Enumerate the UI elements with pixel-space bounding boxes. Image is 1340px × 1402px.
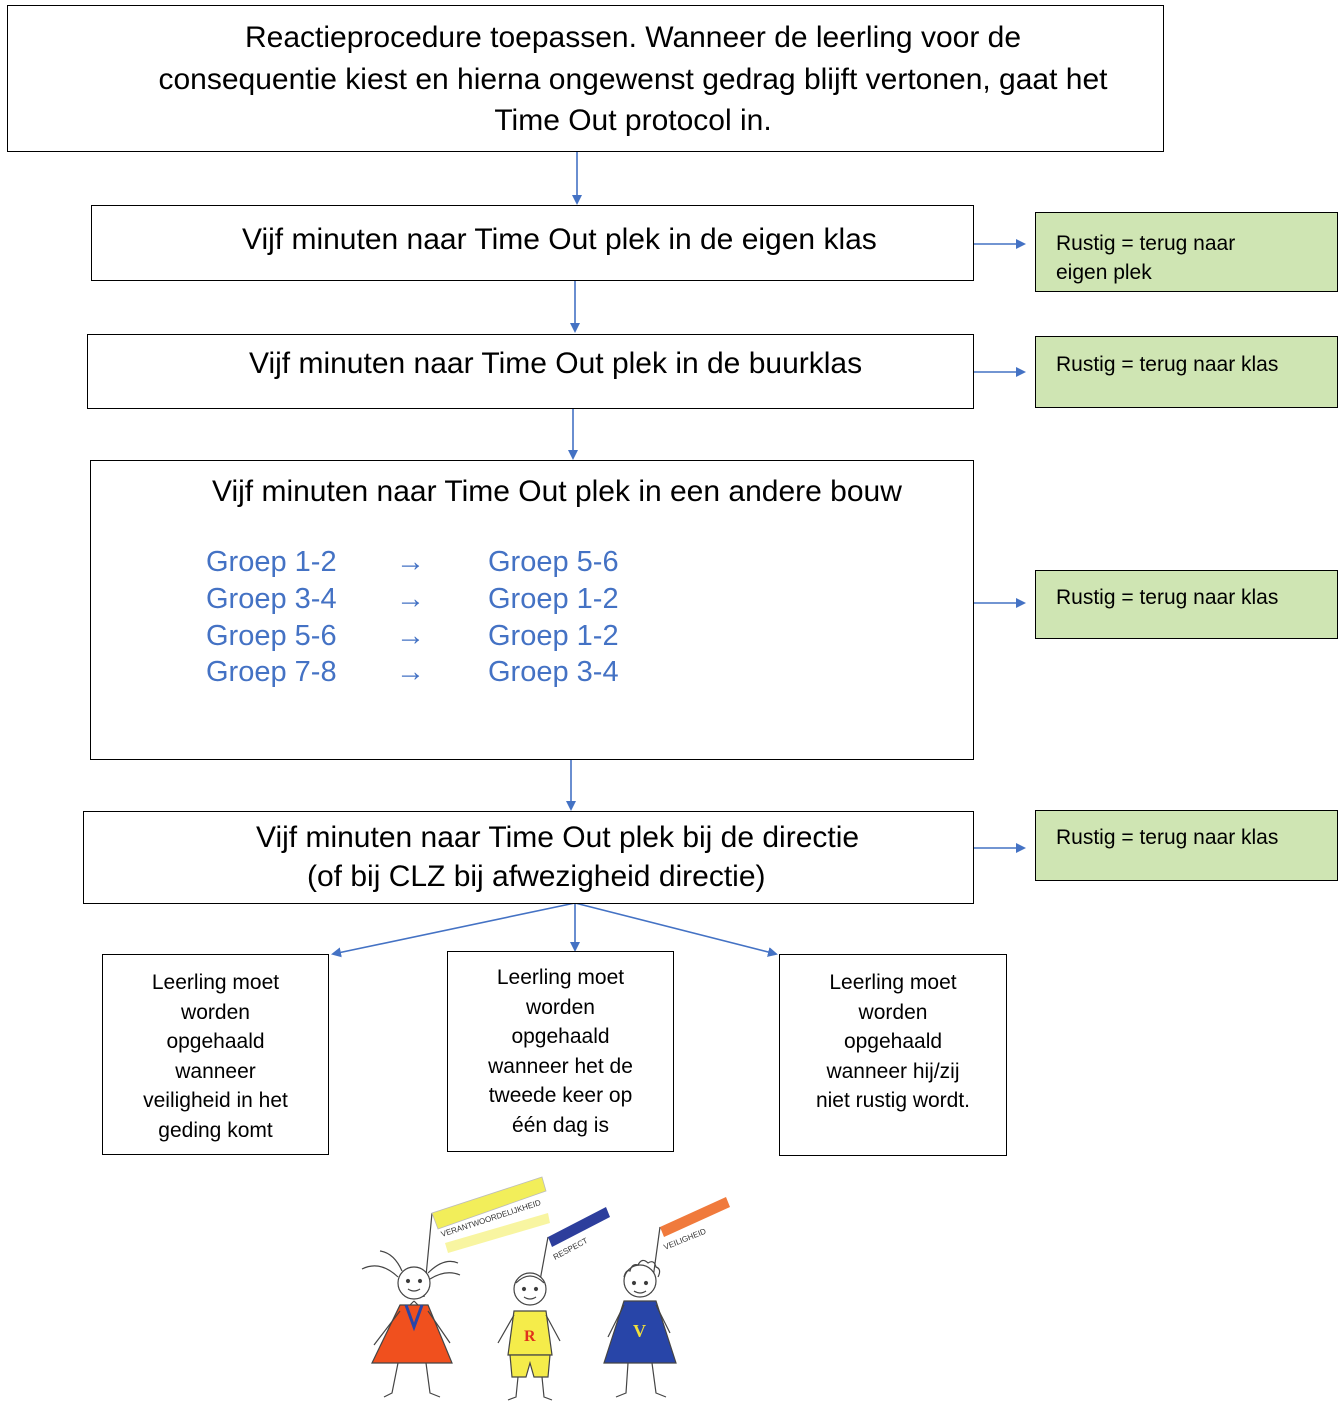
step-neighbour-class-box: Vijf minuten naar Time Out plek in de bu… [87,334,974,409]
note-calm-own-place: Rustig = terug naar eigen plek [1035,212,1338,292]
arrow-step4-to-right [574,902,778,957]
outcome-second-line-6: één dag is [512,1113,609,1137]
outcome-second-line-4: wanneer het de [488,1054,633,1078]
step-other-building-text: Vijf minuten naar Time Out plek in een a… [212,475,902,508]
group-from-4: Groep 7-8 [206,656,337,688]
note-calm-class-3: Rustig = terug naar klas [1035,570,1338,639]
outcome-second-line-1: Leerling moet [496,966,625,989]
note4-text: Rustig = terug naar klas [1056,826,1279,849]
step-other-building-box: Vijf minuten naar Time Out plek in een a… [90,460,974,760]
group-arrow-2: → [396,583,425,615]
child-yellow: R [497,1272,561,1401]
flag-orange [660,1197,730,1237]
step-own-class-text: Vijf minuten naar Time Out plek in de ei… [242,223,877,256]
flag-yellow [431,1176,547,1230]
group-to-1: Groep 5-6 [488,546,619,578]
outcome-safety-box: Leerling moet worden opgehaald wanneer v… [102,954,329,1155]
step-directie-box: Vijf minuten naar Time Out plek bij de d… [83,811,974,904]
group-to-2: Groep 1-2 [488,583,619,615]
outcome-notcalm-line-4: wanneer hij/zij [826,1059,960,1083]
top-line-2: consequentie kiest en hierna ongewenst g… [158,63,1108,96]
step-own-class-box: Vijf minuten naar Time Out plek in de ei… [91,205,974,281]
outcome-notcalm-line-2: worden [858,1000,928,1024]
group-arrow-1: → [396,546,425,578]
outcome-not-calm-box: Leerling moet worden opgehaald wanneer h… [779,954,1007,1156]
step-neighbour-class-text: Vijf minuten naar Time Out plek in de bu… [249,347,863,380]
flag-blue [548,1207,610,1247]
group-from-2: Groep 3-4 [206,583,337,615]
outcome-safety-line-4: wanneer [175,1059,256,1083]
note1-line-2: eigen plek [1056,261,1152,284]
top-line-3: Time Out protocol in. [494,104,772,137]
outcome-safety-line-5: veiligheid in het [143,1089,288,1112]
outcome-safety-line-3: opgehaald [166,1030,265,1053]
child-blue: V [603,1259,677,1398]
step-directie-line-2: (of bij CLZ bij afwezigheid directie) [307,860,766,893]
outcome-second-line-5: tweede keer op [488,1084,633,1107]
group-from-3: Groep 5-6 [206,620,337,652]
outcome-notcalm-line-5: niet rustig wordt. [815,1089,971,1112]
group-arrow-3: → [396,620,425,652]
group-from-1: Groep 1-2 [206,546,337,578]
note2-text: Rustig = terug naar klas [1056,353,1279,376]
top-procedure-box: Reactieprocedure toepassen. Wanneer de l… [7,5,1164,152]
outcome-safety-line-6: geding komt [158,1118,273,1142]
shirt-letter-v: V [633,1321,646,1341]
outcome-second-time-box: Leerling moet worden opgehaald wanneer h… [447,951,674,1152]
outcome-notcalm-line-1: Leerling moet [829,971,957,994]
group-arrow-4: → [396,656,425,688]
note3-text: Rustig = terug naar klas [1056,586,1279,609]
outcome-safety-line-2: worden [181,1000,250,1024]
step-directie-line-1: Vijf minuten naar Time Out plek bij de d… [256,821,860,854]
child-red [361,1250,461,1398]
shirt-letter-r: R [524,1328,536,1345]
children-flags-illustration: VERANTWOORDELIJKHEID RESPECT VEILIGHEID … [361,1176,730,1401]
note-calm-class-2: Rustig = terug naar klas [1035,336,1338,408]
note1-line-1: Rustig = terug naar [1056,232,1236,255]
arrow-step4-to-left [331,902,576,958]
top-line-1: Reactieprocedure toepassen. Wanneer de l… [244,21,1022,54]
outcome-safety-line-1: Leerling moet [151,971,280,994]
outcome-second-line-2: worden [526,995,595,1019]
group-to-4: Groep 3-4 [488,656,619,688]
outcome-second-line-3: opgehaald [511,1025,610,1048]
outcome-notcalm-line-3: opgehaald [843,1030,943,1053]
note-calm-class-4: Rustig = terug naar klas [1035,810,1338,881]
group-to-3: Groep 1-2 [488,620,619,652]
